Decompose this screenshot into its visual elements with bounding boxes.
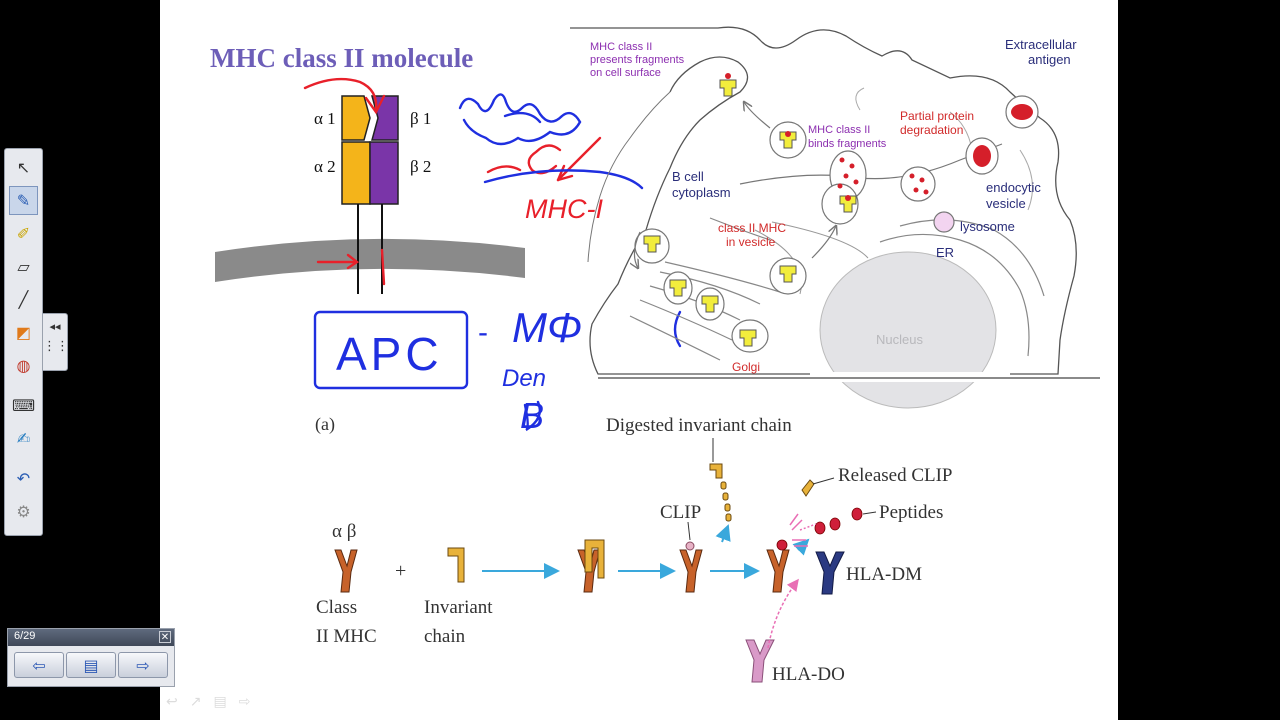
label-plus: + xyxy=(395,560,406,582)
label-class-ii-2: II MHC xyxy=(316,626,377,647)
label-er: ER xyxy=(936,245,954,260)
label-digested-invariant-chain: Digested invariant chain xyxy=(606,415,792,436)
label-partial-1: Partial protein xyxy=(900,109,974,123)
label-hla-do: HLA-DO xyxy=(772,664,845,685)
annotation-toolbar: ↖ ✎ ✐ ▱ ╱ ◩ ◍ ⌨ ✍ ↶ ⚙ xyxy=(4,148,43,536)
cell-membrane xyxy=(215,238,525,282)
ink-b-cell: B xyxy=(520,395,544,436)
close-icon[interactable]: ✕ xyxy=(159,631,171,643)
label-presents-2: presents fragments xyxy=(590,54,685,66)
label-class2-vesicle-1: class II MHC xyxy=(718,221,786,235)
collapse-arrows-icon: ◂◂ xyxy=(49,320,61,333)
ink-apc: APC xyxy=(336,328,443,380)
label-endocytic-1: endocytic xyxy=(986,180,1041,195)
label-alpha1: α 1 xyxy=(314,109,336,128)
label-binds-2: binds fragments xyxy=(808,138,887,150)
select-arrow-icon[interactable]: ↖ xyxy=(16,158,31,177)
label-peptides: Peptides xyxy=(879,502,943,523)
fill-icon[interactable]: ◍ xyxy=(16,356,31,375)
shapes-icon[interactable]: ◩ xyxy=(15,323,32,342)
pen-icon[interactable]: ✎ xyxy=(9,186,38,215)
prev-page-button[interactable]: ⇦ xyxy=(14,652,64,678)
text-tool-icon[interactable]: ✍ xyxy=(16,429,31,448)
label-class2-vesicle-2: in vesicle xyxy=(726,235,776,249)
slide-title: MHC class II molecule xyxy=(210,43,473,73)
undo-icon[interactable]: ↶ xyxy=(16,469,31,488)
label-presents-1: MHC class II xyxy=(590,41,652,53)
label-golgi: Golgi xyxy=(732,360,760,374)
label-extracellular-1: Extracellular xyxy=(1005,37,1077,52)
label-presents-3: on cell surface xyxy=(590,67,661,79)
label-invariant-1: Invariant xyxy=(424,597,493,618)
label-lysosome: lysosome xyxy=(960,219,1015,234)
slide-canvas[interactable]: MHC class II molecule α 1 β 1 α 2 β 2 MH… xyxy=(160,0,1118,720)
page-counter: 6/29 xyxy=(14,630,36,642)
page-menu-icon: ▤ xyxy=(83,655,99,675)
label-nucleus: Nucleus xyxy=(876,332,923,347)
b-cell-diagram xyxy=(570,26,1100,409)
ink-blue-annotations xyxy=(313,93,682,432)
slide-diagram: MHC class II molecule α 1 β 1 α 2 β 2 MH… xyxy=(210,26,1100,685)
label-bcell-2: cytoplasm xyxy=(672,185,731,200)
next-page-button[interactable]: ⇨ xyxy=(118,652,168,678)
page-navigator: 6/29 ✕ ⇦ ▤ ⇨ xyxy=(7,628,175,687)
faded-bottom-toolbar: ↩↗▤⇨ xyxy=(166,694,263,710)
label-panel-a: (a) xyxy=(315,414,335,435)
label-partial-2: degradation xyxy=(900,123,963,137)
ink-mhc1: MHC-I xyxy=(525,194,603,224)
eraser-icon[interactable]: ▱ xyxy=(17,257,30,276)
hla-dm-molecule xyxy=(815,551,845,595)
line-tool-icon[interactable]: ╱ xyxy=(18,290,29,309)
grip-icon: ⋮⋮ xyxy=(43,339,69,354)
ink-dash: - xyxy=(478,316,488,349)
label-beta1: β 1 xyxy=(410,109,431,128)
nucleus xyxy=(819,251,997,409)
ink-macrophage: MΦ xyxy=(512,304,582,351)
label-released-clip: Released CLIP xyxy=(838,465,953,486)
label-bcell-1: B cell xyxy=(672,169,704,184)
arrow-left-icon: ⇦ xyxy=(32,655,46,675)
toolbar-collapse-button[interactable]: ◂◂ ⋮⋮ xyxy=(42,313,69,371)
label-clip: CLIP xyxy=(660,502,701,523)
mhc-ii-molecule-schematic xyxy=(215,95,525,294)
ink-red-annotations xyxy=(303,77,602,286)
label-invariant-2: chain xyxy=(424,626,466,647)
page-menu-button[interactable]: ▤ xyxy=(66,652,116,678)
arrow-right-icon: ⇨ xyxy=(136,655,150,675)
label-beta2: β 2 xyxy=(410,157,431,176)
hla-do-molecule xyxy=(745,639,775,683)
ink-dendritic: Den xyxy=(502,365,546,392)
label-binds-1: MHC class II xyxy=(808,124,870,136)
label-class-ii-1: Class xyxy=(316,597,357,618)
label-hla-dm: HLA-DM xyxy=(846,564,922,585)
label-alpha2: α 2 xyxy=(314,157,336,176)
antigen-pathway-diagram xyxy=(334,438,877,683)
label-extracellular-2: antigen xyxy=(1028,52,1071,67)
keyboard-icon[interactable]: ⌨ xyxy=(11,396,36,415)
label-alpha-beta: α β xyxy=(332,521,356,542)
gear-icon[interactable]: ⚙ xyxy=(16,502,31,521)
highlighter-icon[interactable]: ✐ xyxy=(16,224,31,243)
page-navigator-header: 6/29 ✕ xyxy=(8,629,174,646)
label-endocytic-2: vesicle xyxy=(986,196,1026,211)
